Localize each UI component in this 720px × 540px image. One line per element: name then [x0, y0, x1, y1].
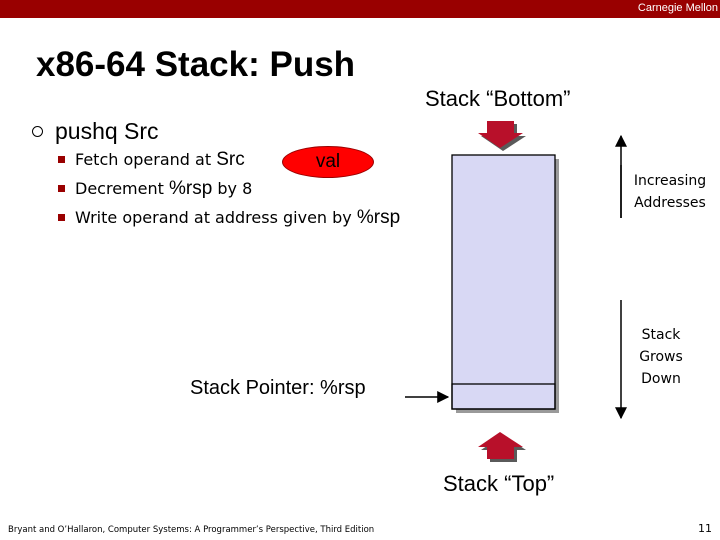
val-oval [282, 146, 374, 178]
square-bullet-icon [58, 156, 65, 163]
subbullet-fetch: Fetch operand at Src [58, 149, 245, 171]
brand-text: Carnegie Mellon [637, 2, 718, 14]
subbullet-code: Src [216, 149, 245, 170]
stack-bottom-arrow-icon [478, 121, 523, 148]
val-label: val [315, 151, 341, 172]
subbullet-code: %rsp [168, 178, 213, 199]
stack-block [451, 154, 556, 410]
subbullet-write: Write operand at address given by %rsp [58, 207, 400, 229]
subbullet-code: %rsp [356, 207, 401, 228]
main-bullet: pushq Src [32, 118, 159, 145]
subbullet-decrement: Decrement %rsp by 8 [58, 178, 252, 200]
stack-top-slot [451, 383, 556, 410]
square-bullet-icon [58, 185, 65, 192]
note-line: Down [641, 371, 681, 387]
note-line: Stack [641, 327, 681, 343]
stack-top-arrow-icon [478, 432, 523, 459]
page-number: 11 [698, 522, 712, 535]
note-line: Grows [639, 349, 683, 365]
subbullet-text: Decrement [75, 179, 169, 198]
slide-title: x86-64 Stack: Push [36, 45, 356, 84]
footer-citation: Bryant and O’Hallaron, Computer Systems:… [8, 525, 375, 535]
subbullet-text: Fetch operand at [75, 150, 217, 169]
stack-top-label: Stack “Top” [443, 471, 555, 496]
note-line: Addresses [634, 195, 706, 211]
square-bullet-icon [58, 214, 65, 221]
stack-pointer-label: Stack Pointer: %rsp [190, 377, 366, 399]
increasing-addresses-note: Increasing Addresses [622, 170, 718, 214]
top-bar: Carnegie Mellon [0, 0, 720, 18]
note-line: Increasing [633, 173, 707, 189]
stack-bottom-label: Stack “Bottom” [425, 86, 571, 111]
subbullet-suffix: by 8 [212, 179, 253, 198]
circle-bullet-icon [32, 126, 43, 137]
main-bullet-text: pushq Src [55, 118, 159, 144]
subbullet-text: Write operand at address given by [75, 208, 357, 227]
stack-grows-down-note: Stack Grows Down [622, 324, 700, 390]
